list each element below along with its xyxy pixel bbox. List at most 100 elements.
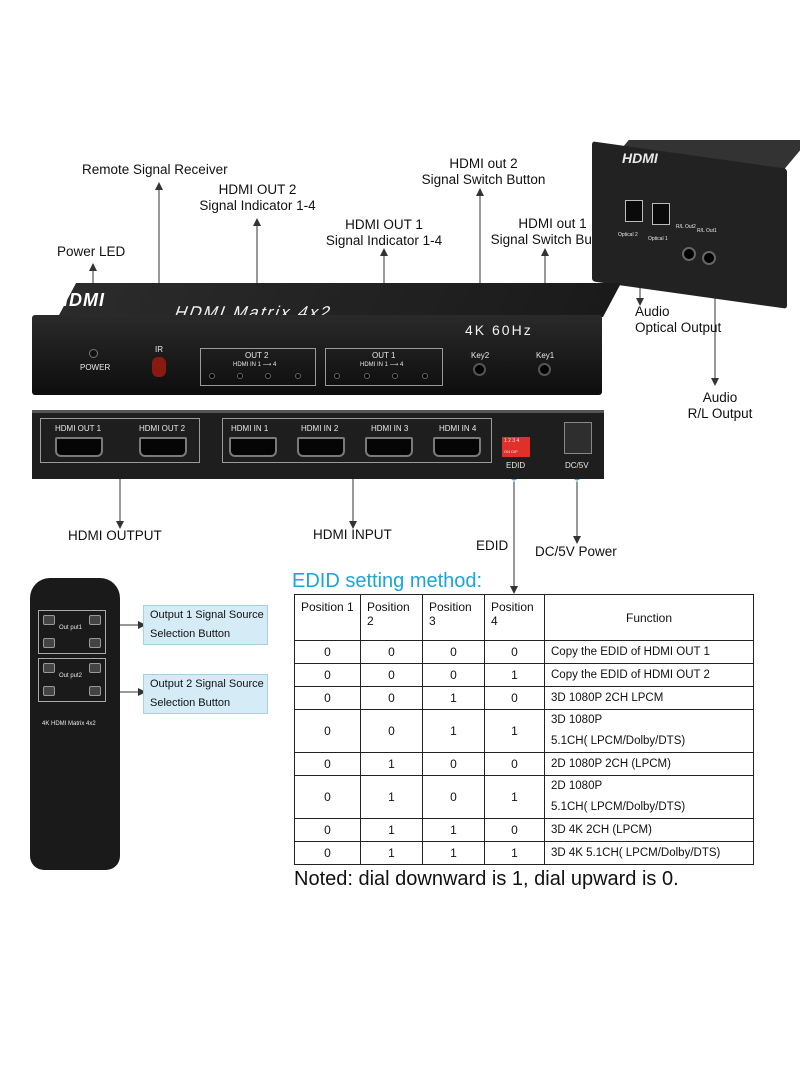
remote-out1-btn-1[interactable]: [43, 615, 55, 625]
label-out1-indicator: HDMI OUT 1 Signal Indicator 1-4: [320, 217, 448, 249]
out2-indicator-led-3: [265, 373, 271, 379]
optical-port-2: [625, 200, 643, 222]
inset-rl-out1-label: R/L Out1: [697, 228, 717, 234]
position-1-cell: 0: [294, 841, 361, 865]
header-position-2: Position 2: [360, 594, 423, 641]
header-position-3: Position 3: [422, 594, 485, 641]
hdmi-in-2-port[interactable]: [297, 437, 345, 457]
hdmi-out-1-port[interactable]: [55, 437, 103, 457]
function-cell: Copy the EDID of HDMI OUT 2: [544, 663, 754, 687]
out2-range-label: HDMI IN 1 ⟶ 4: [233, 362, 277, 368]
position-1-cell: 0: [294, 686, 361, 710]
edid-dip-switch[interactable]: 1 2 3 4 ON DIP: [502, 437, 530, 457]
function-line: 2D 1080P: [551, 780, 603, 792]
position-4-cell: 1: [484, 663, 545, 687]
position-4-cell: 0: [484, 752, 545, 776]
out1-range-label: HDMI IN 1 ⟶ 4: [360, 362, 404, 368]
key1-button[interactable]: [538, 363, 551, 376]
remote-out2-btn-2[interactable]: [89, 663, 101, 673]
position-3-cell: 0: [422, 640, 485, 664]
label-out1-switch: HDMI out 1 Signal Switch Button: [485, 216, 620, 248]
label-audio-optical-line1: Audio: [635, 304, 670, 319]
position-1-cell: 0: [294, 818, 361, 842]
label-out1-switch-line2: Signal Switch Button: [490, 232, 615, 247]
hdmi-in-4-port[interactable]: [433, 437, 481, 457]
label-out2-switch-line2: Signal Switch Button: [421, 172, 546, 187]
device-front-panel: [32, 315, 602, 395]
label-dc-power: DC/5V Power: [535, 544, 617, 559]
device-top: [58, 283, 622, 317]
position-1-cell: 0: [294, 752, 361, 776]
label-hdmi-input: HDMI INPUT: [313, 527, 392, 542]
out1-box-label: OUT 1: [372, 351, 396, 360]
hdmi-in-3-port[interactable]: [365, 437, 413, 457]
remote-out2-btn-1[interactable]: [43, 663, 55, 673]
function-cell: 3D 4K 5.1CH( LPCM/Dolby/DTS): [544, 841, 754, 865]
remote-out2-btn-3[interactable]: [43, 686, 55, 696]
function-line: 5.1CH( LPCM/Dolby/DTS): [551, 735, 686, 747]
label-out1-indicator-line2: Signal Indicator 1-4: [325, 233, 443, 248]
hdmi-in-3-label: HDMI IN 3: [371, 424, 409, 433]
hdmi-in-1-label: HDMI IN 1: [231, 424, 269, 433]
function-cell: 2D 1080P 2CH (LPCM): [544, 752, 754, 776]
dip-sub-label: ON DIP: [504, 449, 518, 454]
hdmi-in-2-label: HDMI IN 2: [301, 424, 339, 433]
function-line: 3D 1080P 2CH LPCM: [551, 691, 664, 704]
position-1-cell: 0: [294, 709, 361, 753]
hdmi-out-1-label: HDMI OUT 1: [55, 424, 102, 433]
hdmi-out-2-label: HDMI OUT 2: [139, 424, 186, 433]
out1-indicator-box: OUT 1 HDMI IN 1 ⟶ 4: [325, 348, 443, 386]
position-2-cell: 1: [360, 818, 423, 842]
hdmi-out-2-port[interactable]: [139, 437, 187, 457]
edid-port-label: EDID: [506, 461, 526, 470]
position-4-cell: 1: [484, 709, 545, 753]
function-line: 3D 4K 2CH (LPCM): [551, 823, 652, 836]
callout-output2: Output 2 Signal Source Selection Button: [143, 674, 268, 714]
out1-indicator-led-1: [334, 373, 340, 379]
edid-table-title: EDID setting method:: [292, 570, 483, 592]
power-led: [89, 349, 98, 358]
label-remote-signal-receiver: Remote Signal Receiver: [82, 162, 228, 177]
remote-control: Out put1 Out put2 4K HDMI Matrix 4x2: [30, 578, 120, 870]
function-line: Copy the EDID of HDMI OUT 2: [551, 668, 710, 681]
remote-out1-btn-4[interactable]: [89, 638, 101, 648]
position-1-cell: 0: [294, 663, 361, 687]
position-3-cell: 1: [422, 686, 485, 710]
header-function: Function: [544, 594, 754, 641]
position-4-cell: 1: [484, 841, 545, 865]
hdmi-in-1-port[interactable]: [229, 437, 277, 457]
label-out2-indicator-line2: Signal Indicator 1-4: [199, 198, 316, 213]
out1-indicator-led-2: [364, 373, 370, 379]
inset-optical-1-label: Optical 1: [648, 236, 668, 242]
inset-hdmi-logo: HDMI: [622, 150, 658, 166]
dc-port-label: DC/5V: [565, 461, 589, 470]
position-4-cell: 0: [484, 686, 545, 710]
out1-indicator-led-4: [422, 373, 428, 379]
dc-power-jack[interactable]: [564, 422, 592, 454]
remote-out2-btn-4[interactable]: [89, 686, 101, 696]
position-3-cell: 0: [422, 752, 485, 776]
out1-indicator-led-3: [392, 373, 398, 379]
function-line: Copy the EDID of HDMI OUT 1: [551, 645, 710, 658]
remote-out1-btn-3[interactable]: [43, 638, 55, 648]
function-line: 2D 1080P 2CH (LPCM): [551, 757, 671, 770]
label-audio-rl-line1: Audio: [702, 390, 738, 405]
header-position-1: Position 1: [294, 594, 361, 641]
function-line: 3D 1080P: [551, 714, 603, 726]
key2-label: Key2: [471, 351, 490, 360]
key2-button[interactable]: [473, 363, 486, 376]
edid-table-header-row: Position 1 Position 2 Position 3 Positio…: [294, 594, 754, 641]
remote-out1-btn-2[interactable]: [89, 615, 101, 625]
label-audio-rl-line2: R/L Output: [687, 406, 753, 421]
position-3-cell: 1: [422, 818, 485, 842]
inset-optical-2-label: Optical 2: [618, 232, 638, 238]
